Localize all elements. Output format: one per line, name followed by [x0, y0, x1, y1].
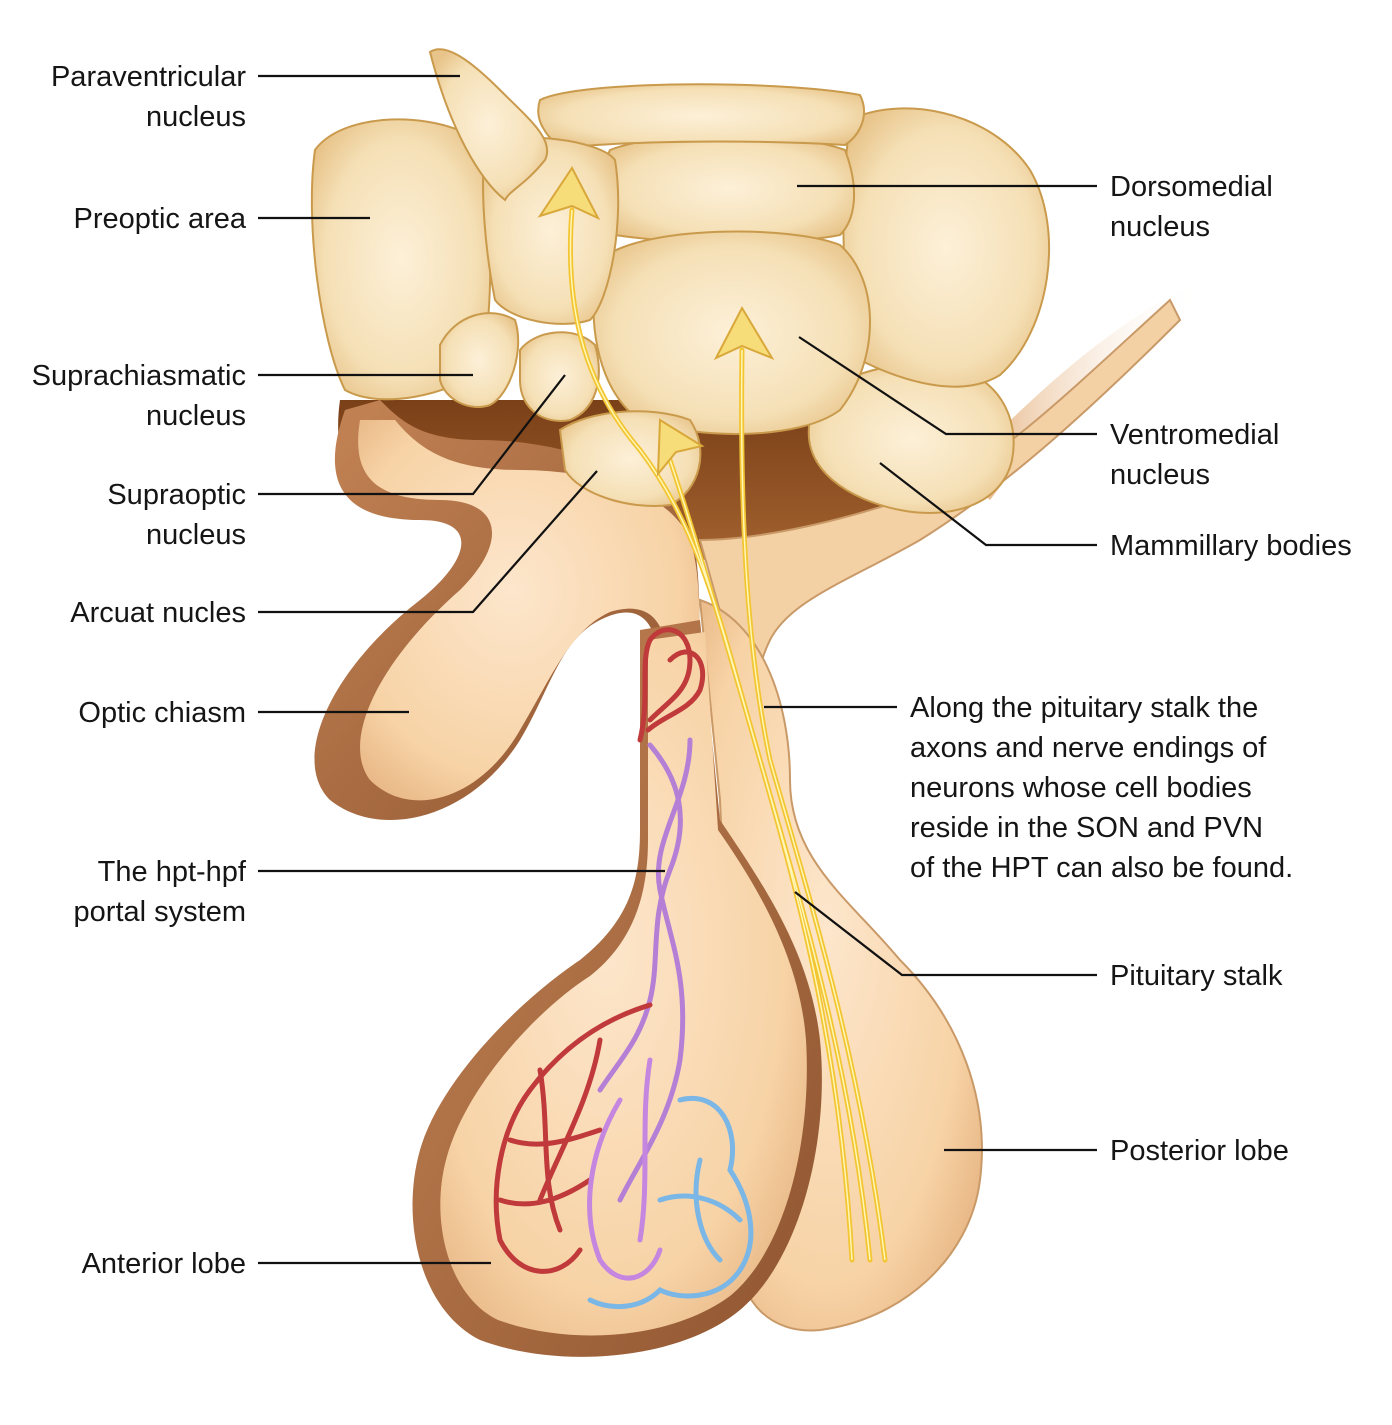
- secondary-plexus-vein: [587, 1096, 754, 1310]
- arrowhead-1: [537, 166, 601, 221]
- dorsomedial-nucleus: [602, 134, 856, 244]
- secondary-plexus-portal: [587, 1057, 663, 1281]
- label-anterior-lobe: Anterior lobe: [81, 1248, 246, 1280]
- label-pituitary-stalk: Pituitary stalk: [1110, 960, 1283, 992]
- arrowhead-3: [656, 418, 705, 477]
- optic-chiasm-face: [358, 420, 700, 801]
- label-mammillary-bodies: Mammillary bodies: [1110, 530, 1352, 562]
- label-preoptic-area: Preoptic area: [73, 203, 247, 235]
- secondary-plexus-artery: [493, 1002, 653, 1274]
- paraventricular-nucleus: [428, 48, 549, 202]
- leader-mammillary: [879, 462, 1097, 547]
- anterior-lobe-shape: [440, 632, 807, 1336]
- supraoptic-nucleus: [519, 331, 600, 422]
- label-posterior-lobe: Posterior lobe: [1110, 1135, 1289, 1167]
- suprachiasmatic-nucleus: [439, 312, 520, 408]
- dorsomedial-large-posterior: [842, 107, 1051, 388]
- portal-vein-2: [617, 737, 693, 1203]
- leader-lines: [258, 74, 1097, 1265]
- leader-supraoptic: [258, 374, 566, 496]
- primary-plexus-artery: [637, 627, 706, 743]
- label-ventromedial-nucleus: Ventromedial nucleus: [1110, 419, 1280, 491]
- label-paraventricular-nucleus: Paraventricular nucleus: [50, 61, 246, 133]
- leader-pituitary-stalk: [794, 891, 1097, 977]
- arrowhead-2: [713, 305, 775, 361]
- leader-arcuate: [258, 470, 598, 614]
- label-stalk-note: Along the pituitary stalk the axons and …: [910, 692, 1294, 884]
- axon-arrowheads: [537, 166, 775, 477]
- top-nucleus: [537, 83, 865, 150]
- axon-highlights: [569, 209, 886, 1261]
- hypothalamic-nuclei: [310, 48, 1051, 514]
- label-optic-chiasm: Optic chiasm: [78, 697, 246, 729]
- label-portal-system: The hpt-hpf portal system: [73, 856, 246, 928]
- portal-vessels: [493, 627, 754, 1310]
- label-supraoptic-nucleus: Supraoptic nucleus: [107, 479, 246, 551]
- label-arcuate-nucleus: Arcuat nucles: [70, 597, 246, 629]
- leader-ventromedial: [798, 336, 1097, 436]
- label-suprachiasmatic-nucleus: Suprachiasmatic nucleus: [31, 360, 246, 432]
- label-dorsomedial-nucleus: Dorsomedial nucleus: [1110, 171, 1273, 243]
